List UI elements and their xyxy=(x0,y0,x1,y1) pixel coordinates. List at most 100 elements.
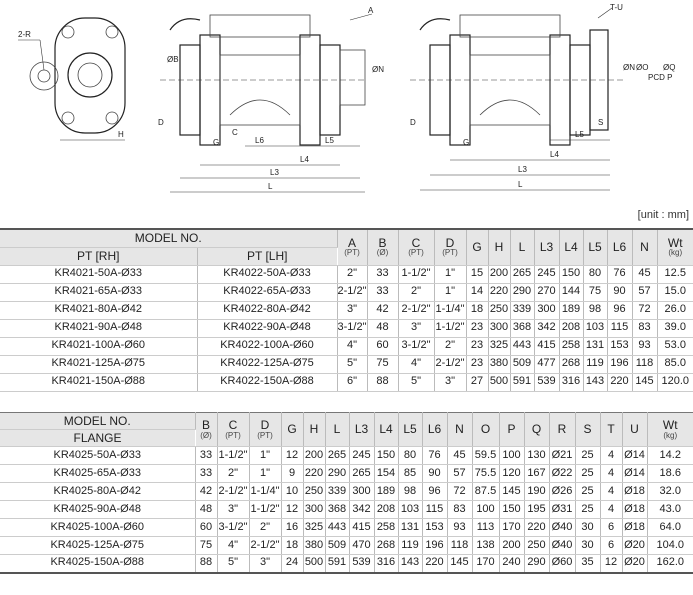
table-cell: 220 xyxy=(303,464,326,483)
table-cell: 316 xyxy=(559,373,584,392)
table-cell: 33 xyxy=(195,446,218,465)
table-cell: 342 xyxy=(349,500,375,519)
table-cell: 6 xyxy=(600,518,623,537)
table-cell: 1-1/4" xyxy=(249,482,282,501)
section-view-pt-drawing: A ØB ØN D G C L6 L5 L4 L3 L xyxy=(158,6,384,193)
table-cell: 119 xyxy=(583,355,608,374)
model-cell: KR4025-100A-Ø60 xyxy=(0,518,196,537)
col-header: L xyxy=(325,412,350,447)
table-cell: 153 xyxy=(607,337,633,356)
table-cell: 220 xyxy=(524,518,550,537)
table-cell: 59.5 xyxy=(472,446,500,465)
table-cell: 16 xyxy=(281,518,304,537)
table-cell: 75 xyxy=(367,355,399,374)
table-cell: 88 xyxy=(195,554,218,573)
table-cell: 4 xyxy=(600,446,623,465)
table-cell: 591 xyxy=(510,373,535,392)
table-cell: Ø20 xyxy=(622,536,648,555)
table-cell: Ø40 xyxy=(549,518,576,537)
table-cell: 25 xyxy=(575,446,601,465)
table-cell: 5" xyxy=(398,373,435,392)
table-cell: 6 xyxy=(600,536,623,555)
table-cell: 93 xyxy=(447,518,473,537)
pt-rh-header: PT [RH] xyxy=(0,247,198,266)
table-cell: 42 xyxy=(195,482,218,501)
table-cell: 170 xyxy=(499,518,525,537)
table-cell: Ø60 xyxy=(549,554,576,573)
table-cell: 96 xyxy=(422,482,448,501)
table-cell: 5" xyxy=(337,355,368,374)
table-cell: 509 xyxy=(510,355,535,374)
d-label: D xyxy=(158,118,164,127)
table-cell: 539 xyxy=(534,373,560,392)
model-cell: KR4021-50A-Ø33 xyxy=(0,265,198,284)
model-cell: KR4025-125A-Ø75 xyxy=(0,536,196,555)
table-cell: 100 xyxy=(499,446,525,465)
s-label: S xyxy=(598,118,603,127)
table-cell: 290 xyxy=(510,283,535,302)
col-header: L3 xyxy=(349,412,375,447)
pt-lh-header: PT [LH] xyxy=(197,247,337,266)
table-cell: 245 xyxy=(349,446,375,465)
table-cell: Ø31 xyxy=(549,500,576,519)
table-cell: 1-1/2" xyxy=(249,500,282,519)
table-cell: 145 xyxy=(499,482,525,501)
table-cell: 3-1/2" xyxy=(398,337,435,356)
table-cell: 258 xyxy=(374,518,399,537)
col-header: L3 xyxy=(534,229,560,266)
table-cell: 1-1/2" xyxy=(217,446,250,465)
col-header: C(PT) xyxy=(217,412,250,447)
model-cell: KR4022-65A-Ø33 xyxy=(197,283,338,302)
table-cell: 2" xyxy=(337,265,368,284)
table-cell: 25 xyxy=(575,500,601,519)
model-cell: KR4025-50A-Ø33 xyxy=(0,446,196,465)
model-cell: KR4025-150A-Ø88 xyxy=(0,554,196,573)
table-cell: 500 xyxy=(488,373,511,392)
table-cell: 131 xyxy=(398,518,423,537)
table-cell: 75.5 xyxy=(472,464,500,483)
model-no-header: MODEL NO. xyxy=(0,229,338,248)
table-cell: 57 xyxy=(632,283,658,302)
table-cell: 300 xyxy=(534,301,560,320)
table-cell: 88 xyxy=(367,373,399,392)
table-cell: 103 xyxy=(583,319,608,338)
table-cell: 75 xyxy=(195,536,218,555)
model-cell: KR4022-80A-Ø42 xyxy=(197,301,338,320)
table-cell: 2" xyxy=(217,464,250,483)
table-cell: 1" xyxy=(249,446,282,465)
table-cell: 591 xyxy=(325,554,350,573)
table-cell: 195 xyxy=(524,500,550,519)
section-view-flange-drawing: T-U ØN ØO PCD P ØQ D S G L5 L4 L3 L xyxy=(410,3,675,191)
table-cell: 200 xyxy=(303,446,326,465)
table-cell: 120.0 xyxy=(657,373,693,392)
table-cell: Ø22 xyxy=(549,464,576,483)
col-header: U xyxy=(622,412,648,447)
table-cell: 33 xyxy=(367,283,399,302)
table-cell: 18.6 xyxy=(647,464,693,483)
table-cell: 118 xyxy=(632,355,658,374)
table-cell: 1-1/4" xyxy=(434,301,467,320)
n-label: ØN xyxy=(372,65,384,74)
table-cell: 200 xyxy=(488,265,511,284)
table-cell: 75 xyxy=(583,283,608,302)
table-cell: 72 xyxy=(632,301,658,320)
model-cell: KR4021-65A-Ø33 xyxy=(0,283,198,302)
col-header: Wt(kg) xyxy=(657,229,693,266)
l-label-2: L xyxy=(518,180,523,189)
table-cell: 150 xyxy=(499,500,525,519)
table-cell: 150 xyxy=(374,446,399,465)
table-cell: 245 xyxy=(534,265,560,284)
col-header: L xyxy=(510,229,535,266)
table-cell: 3" xyxy=(249,554,282,573)
table-cell: 23 xyxy=(466,337,489,356)
table-cell: 153 xyxy=(422,518,448,537)
model-cell: KR4022-150A-Ø88 xyxy=(197,373,338,392)
r-label: 2-R xyxy=(18,30,31,39)
